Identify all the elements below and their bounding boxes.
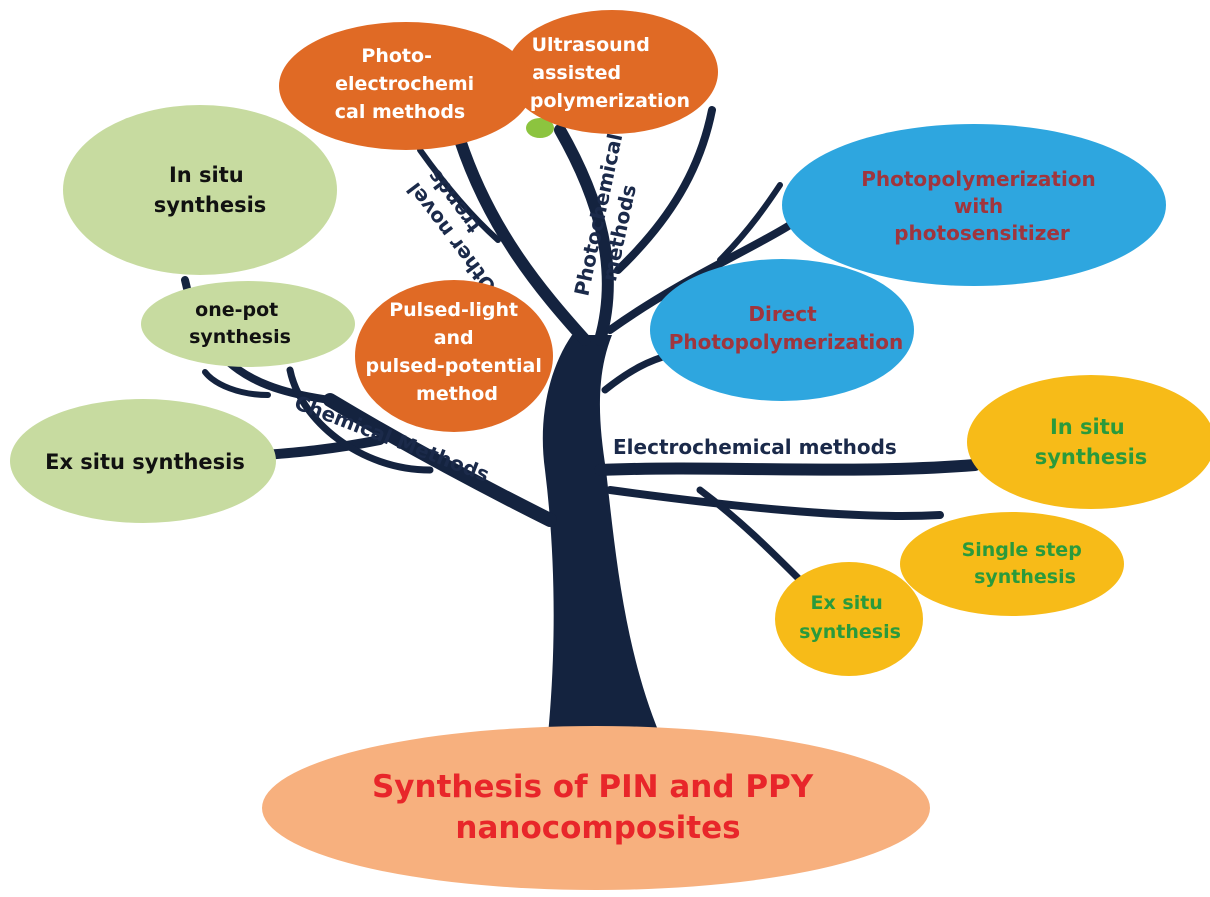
root-title-line-2: nanocomposites <box>455 810 740 846</box>
root-title-line-1: Synthesis of PIN and PPY <box>372 769 814 805</box>
root-synthesis-node: Synthesis of PIN and PPY nanocomposites <box>262 726 930 890</box>
node-electro-in-situ: In situ synthesis <box>967 375 1210 509</box>
photo-twig-right <box>614 106 716 274</box>
svg-text:In situ synthesis: In situ synthesis <box>154 163 267 217</box>
node-chemical-one-pot: one-pot synthesis <box>141 281 355 367</box>
photo-limb-sensitizer <box>606 221 794 334</box>
chemical-limb-low-curl <box>286 366 434 474</box>
chemical-twig <box>202 369 271 398</box>
photo-limb-direct <box>601 351 674 394</box>
node-novel-pulsed: Pulsed-light and pulsed-potential method <box>355 280 553 432</box>
photochemical-methods-label: Photochemical methods <box>569 131 641 298</box>
electro-main-limb <box>594 459 981 476</box>
electrochemical-branch <box>594 459 981 584</box>
electrochemical-methods-label: Electrochemical methods <box>613 435 897 459</box>
electro-limb-single-step <box>606 486 944 520</box>
tree <box>181 106 981 735</box>
novel-twig-left <box>417 147 501 243</box>
svg-text:Pulsed-light and p: Pulsed-light and pulsed-potential method <box>365 299 548 405</box>
svg-text:In situ synthesis: In situ synthesis <box>1035 415 1148 469</box>
svg-text:Synthesis of PIN and PPY: Synthesis of PIN and PPY nanocomposites <box>372 769 824 846</box>
novel-main-limb <box>454 134 591 346</box>
photo-main-limb <box>554 124 614 346</box>
svg-text:one-pot synthesis: one-pot synthesis <box>189 299 291 348</box>
svg-text:Ex situ synthesis: Ex situ synthesis <box>799 592 901 643</box>
node-chemical-ex-situ: Ex situ synthesis <box>10 399 276 523</box>
svg-text:Photo- electrochemi: Photo- electrochemi cal methods <box>335 45 481 123</box>
chemical-main-limb <box>323 393 557 527</box>
node-electro-ex-situ: Ex situ synthesis <box>775 562 923 676</box>
tree-trunk <box>542 335 660 735</box>
svg-text:Ultrasound assisted: Ultrasound assisted polymerization <box>530 34 690 112</box>
node-chemical-in-situ: In situ synthesis <box>63 105 337 275</box>
node-photo-sensitizer: Photopolymerization with photosensitizer <box>782 124 1166 286</box>
photo-limb-upper <box>717 182 783 263</box>
electro-limb-ex-situ <box>696 486 804 584</box>
svg-text:Ex situ synthesis: Ex situ synthesis <box>45 450 245 474</box>
other-novel-branch <box>417 134 591 346</box>
node-photo-direct: Direct Photopolymerization <box>650 259 914 401</box>
svg-text:Single step synthesis: Single step synthesis <box>962 539 1089 588</box>
svg-text:Photopolymerization with: Photopolymerization with photosensitizer <box>861 167 1103 245</box>
svg-text:Direct Photopolymerizati: Direct Photopolymerization <box>669 302 904 354</box>
node-novel-ultrasound: Ultrasound assisted polymerization <box>506 10 718 138</box>
node-novel-photoelectrochemical: Photo- electrochemi cal methods <box>279 22 533 150</box>
node-electro-single-step: Single step synthesis <box>900 512 1124 616</box>
